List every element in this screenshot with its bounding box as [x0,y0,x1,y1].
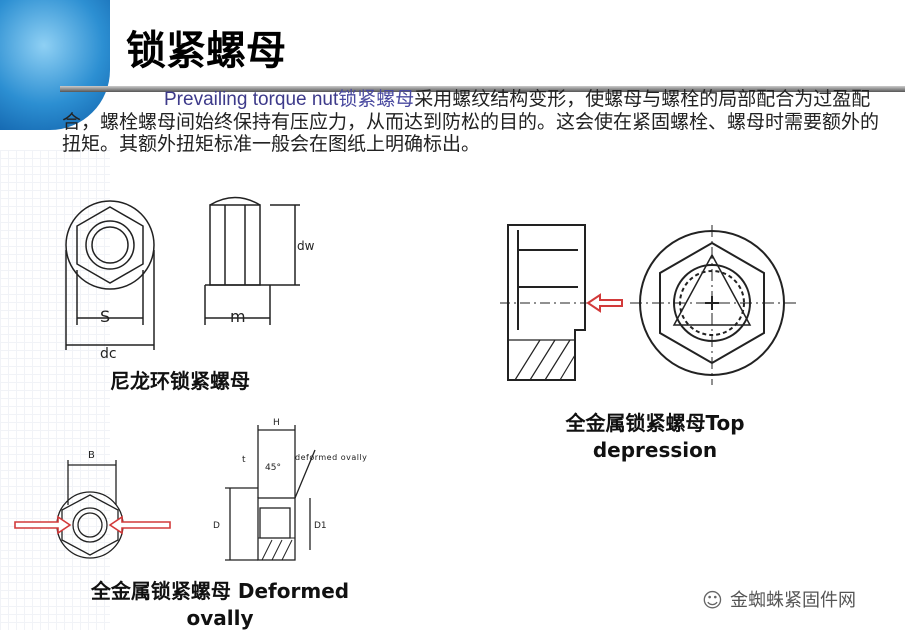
label-b: B [88,450,95,461]
caption-line-2: ovally [186,606,254,630]
top-depression-caption: 全金属锁紧螺母Top depression [535,410,775,464]
label-dc: dc [100,346,117,360]
en-term: Prevailing torque nut [164,89,339,110]
label-h: H [273,418,280,428]
label-t: t [242,455,246,465]
red-arrow-left-icon [14,515,72,535]
deformed-caption: 全金属锁紧螺母 Deformed ovally [60,578,380,632]
wechat-icon: ☺ [702,588,723,612]
label-angle: 45° [265,463,281,473]
label-d: D [213,521,220,531]
intro-paragraph: Prevailing torque nut锁紧螺母采用螺纹结构变形，使螺母与螺栓… [62,88,882,155]
nylon-caption: 尼龙环锁紧螺母 [110,369,250,393]
red-arrow-icon [586,293,623,313]
label-m: m [230,307,246,326]
caption-line-1: 全金属锁紧螺母 Deformed [90,579,350,603]
label-note: deformed ovally [295,453,367,462]
watermark: 金蜘蛛紧固件网 [730,590,856,611]
nylon-nut-drawing: S m dc dw [65,196,315,360]
slide-title: 锁紧螺母 [126,27,286,74]
caption-line-2: depression [592,438,718,462]
caption-line-1: 全金属锁紧螺母Top [565,411,745,435]
label-dw: dw [297,239,315,253]
top-depression-drawing [500,224,800,385]
intro-text: 采用螺纹结构变形，使螺母与螺栓的局部配合为过盈配合，螺栓螺母间始终保持有压应力，… [62,88,880,155]
red-arrow-right-icon [108,515,171,535]
deformed-ovally-drawing: B H t 45° deformed ovally D D1 [14,418,367,561]
label-s: S [100,307,110,326]
globe-logo [0,0,110,130]
divider [60,86,905,92]
cn-term: 锁紧螺母 [338,88,415,110]
label-d1: D1 [314,521,327,531]
